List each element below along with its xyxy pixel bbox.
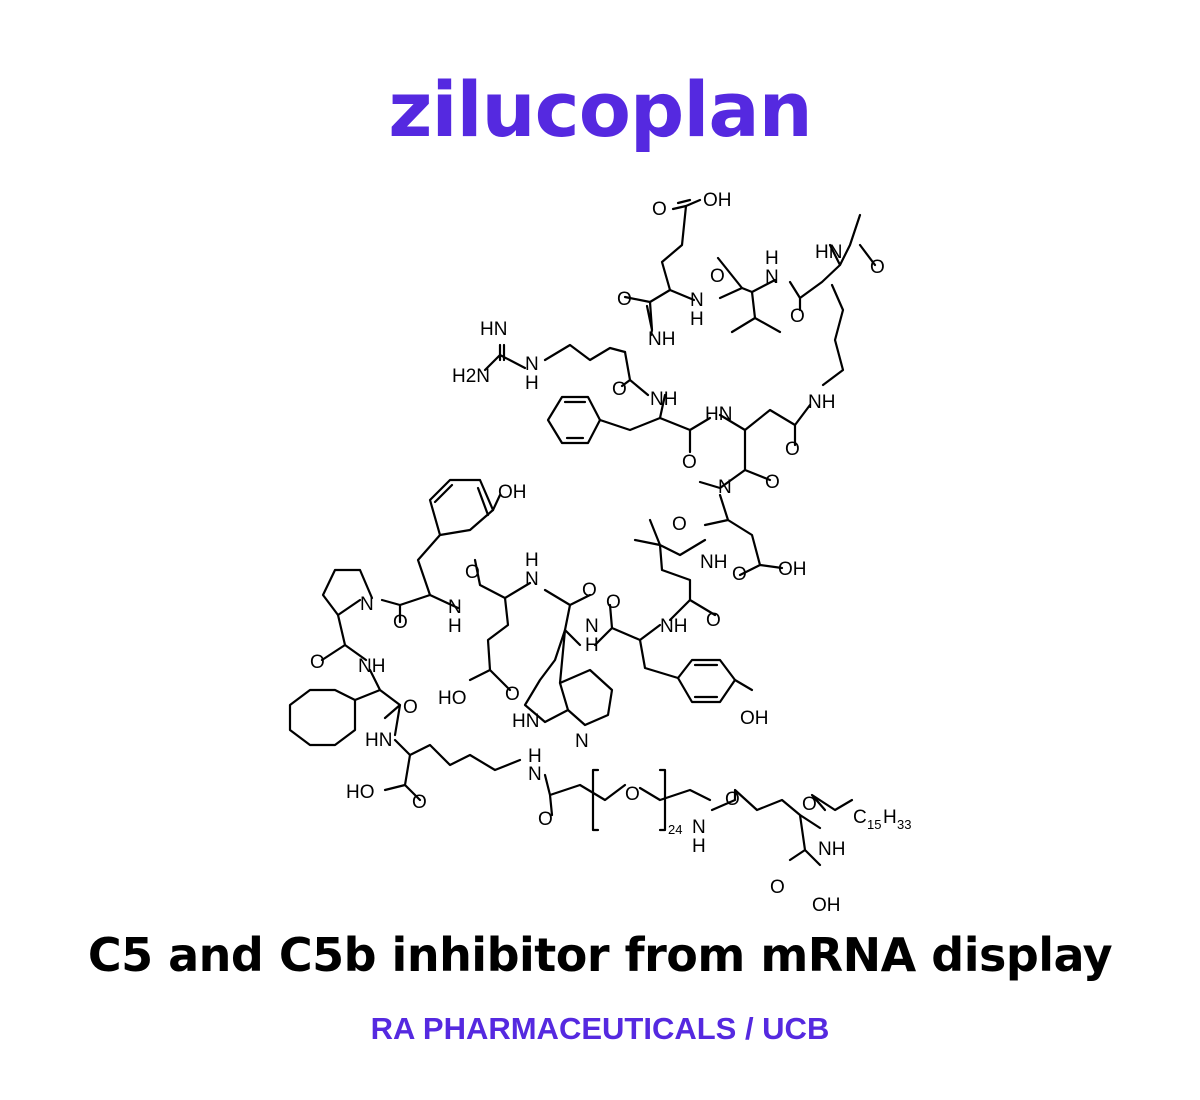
atom-label: OH — [498, 482, 527, 503]
atom-label: HO — [346, 782, 375, 803]
atom-label: NH — [650, 389, 677, 410]
atom-label: N — [585, 616, 599, 637]
atom-label: NH — [648, 329, 675, 350]
atom-label: O — [710, 266, 725, 287]
atom-label: N — [360, 594, 374, 615]
atom-label: N — [575, 731, 589, 752]
atom-label: O — [538, 809, 553, 830]
atom-label: NH — [808, 392, 835, 413]
atom-label: HN — [815, 242, 842, 263]
atom-label: HN — [512, 711, 539, 732]
atom-label: O — [706, 610, 721, 631]
atom-label: H — [525, 373, 539, 394]
atom-label: H2N — [452, 366, 490, 387]
atom-label: O — [606, 592, 621, 613]
atom-label: N — [692, 817, 706, 838]
bonds — [288, 198, 877, 867]
atom-label: O — [765, 472, 780, 493]
atom-label: C — [853, 807, 867, 828]
atom-label: O — [732, 564, 747, 585]
atom-label: O — [672, 514, 687, 535]
atom-label: O — [652, 199, 667, 220]
atom-label: N — [525, 354, 539, 375]
atom-label: OH — [778, 559, 807, 580]
atom-label: HN — [480, 319, 507, 340]
atom-label: O — [412, 792, 427, 813]
atom-label: H — [690, 309, 704, 330]
atom-label: N — [690, 290, 704, 311]
atom-label: O — [802, 794, 817, 815]
atom-label: N — [765, 267, 779, 288]
atom-label: O — [682, 452, 697, 473]
description-heading: C5 and C5b inhibitor from mRNA display — [87, 928, 1113, 982]
atom-label: NH — [358, 656, 385, 677]
atom-label: H — [585, 635, 599, 656]
atom-label: O — [785, 439, 800, 460]
atom-label: N — [525, 569, 539, 590]
atom-label: H — [528, 746, 542, 767]
atom-label: OH — [740, 708, 769, 729]
atom-label: N — [448, 597, 462, 618]
atom-label: HN — [365, 730, 392, 751]
atom-label: H — [765, 248, 779, 269]
atom-label: OH — [812, 895, 841, 916]
atom-label: NH — [660, 616, 687, 637]
atom-labels: O OH HN O O N H N H O O HN H2N N H NH O … — [310, 190, 911, 916]
atom-label: O — [625, 784, 640, 805]
atom-label: O — [393, 612, 408, 633]
atom-label: O — [790, 306, 805, 327]
atom-label: O — [582, 580, 597, 601]
atom-label: H — [692, 836, 706, 857]
atom-label-subscript: 15 — [867, 817, 881, 832]
atom-label: HO — [438, 688, 467, 709]
atom-label: H — [525, 550, 539, 571]
atom-label: O — [505, 684, 520, 705]
repeat-count: 24 — [668, 822, 682, 837]
atom-label: O — [870, 257, 885, 278]
atom-label: H — [883, 807, 897, 828]
atom-label: NH — [700, 552, 727, 573]
atom-label: O — [725, 789, 740, 810]
page-title: zilucoplan — [388, 65, 813, 154]
atom-label-subscript: 33 — [897, 817, 911, 832]
atom-label: O — [770, 877, 785, 898]
atom-label: O — [612, 379, 627, 400]
atom-label: O — [403, 697, 418, 718]
company-label: RA PHARMACEUTICALS / UCB — [370, 1011, 830, 1046]
atom-label: HN — [705, 404, 732, 425]
atom-label: O — [617, 289, 632, 310]
atom-label: O — [465, 562, 480, 583]
atom-label: N — [718, 477, 732, 498]
atom-label: OH — [703, 190, 732, 211]
atom-label: O — [310, 652, 325, 673]
atom-label: H — [448, 616, 462, 637]
atom-label: NH — [818, 839, 845, 860]
atom-label: N — [528, 764, 542, 785]
